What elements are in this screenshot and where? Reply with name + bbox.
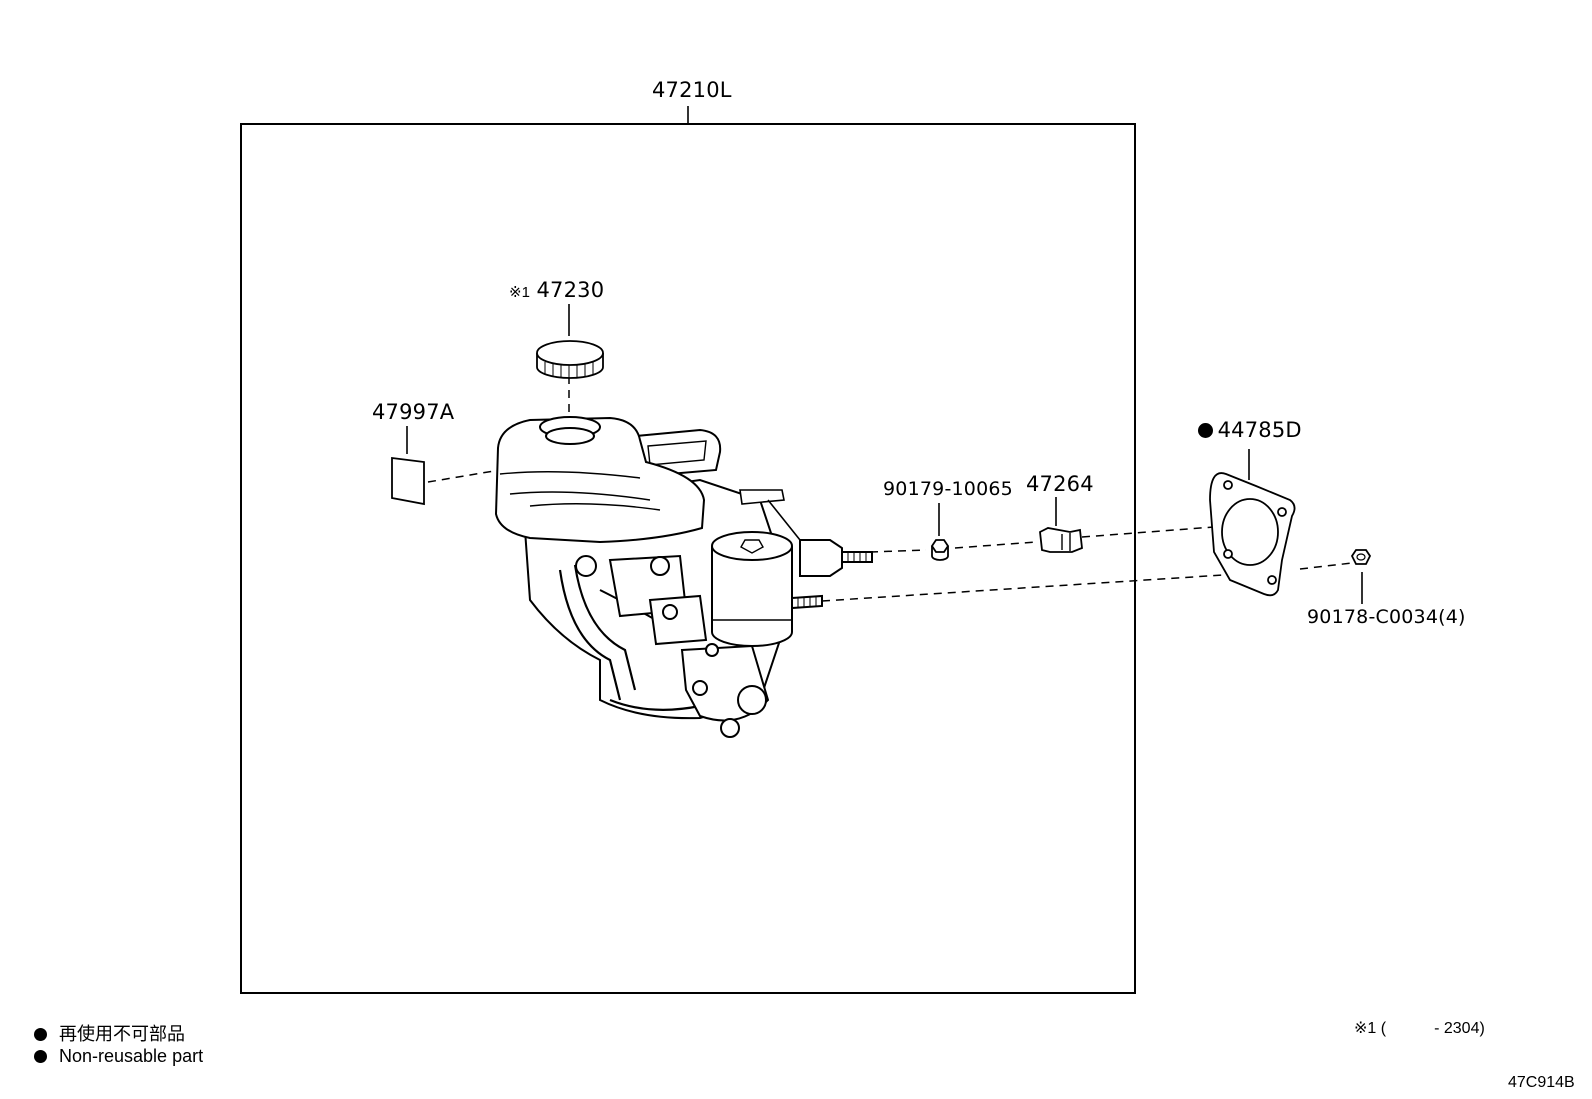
footnote-mark: ※1 [1354,1020,1377,1037]
legend-text-en: Non-reusable part [59,1046,204,1066]
legend-dot-icon [34,1028,47,1041]
label-plate-part-number[interactable]: 47997A [372,400,455,424]
assembly-part-number[interactable]: 47210L [652,78,732,102]
nut-part-number[interactable]: 90178-C0034(4) [1307,606,1466,628]
legend-dot-icon [34,1050,47,1063]
brake-booster-assembly [494,416,873,738]
note-mark: ※1 [509,284,530,301]
non-reusable-dot-icon [1198,423,1213,438]
bolt-part-number[interactable]: 90179-10065 [883,478,1013,500]
diagram-code: 47C914B [1508,1074,1575,1091]
gasket-label-group: 44785D [1198,418,1302,442]
cap-label-group: ※1 47230 [509,278,604,302]
clip-part-number[interactable]: 47264 [1026,472,1094,496]
gasket-part-number[interactable]: 44785D [1217,418,1302,442]
leader-lines [406,304,1363,604]
bolt-part [930,539,950,561]
dashed-alignment-lines [427,376,1353,602]
clip-part [1039,527,1083,553]
footnote: ※1 ( - 2304) [1354,1014,1485,1038]
legend-non-reusable-jp: 再使用不可部品 [34,1020,185,1046]
footnote-range: ( - 2304) [1380,1020,1485,1037]
reservoir-cap-part [536,340,604,379]
legend-non-reusable-en: Non-reusable part [34,1046,203,1067]
nut-part [1350,549,1372,565]
gasket-part [1209,472,1296,597]
legend-text-jp: 再使用不可部品 [59,1024,185,1044]
caution-label-plate [391,456,425,506]
cap-part-number[interactable]: 47230 [536,278,605,302]
